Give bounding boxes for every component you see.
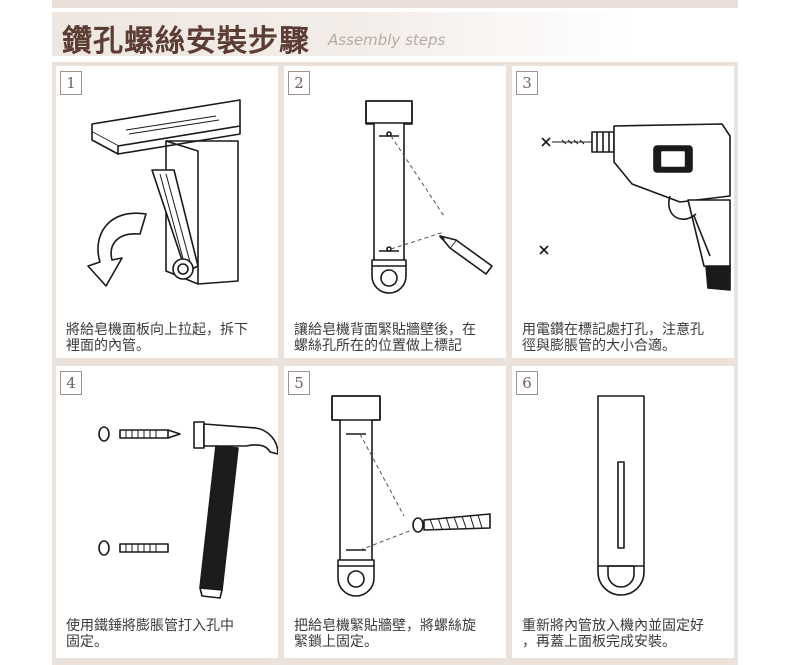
step-2-line-1: 讓給皂機背面緊貼牆壁後，在 (294, 322, 476, 338)
step-5-number: 5 (288, 371, 310, 395)
step-5-line-2: 緊鎖上固定。 (294, 634, 378, 650)
step-2-illustration (284, 66, 506, 358)
step-3-line-1: 用電鑽在標記處打孔，注意孔 (522, 322, 704, 338)
step-card-4: 4 使用鐵錘將膨脹管打入孔中 固定。 (56, 366, 278, 658)
step-1-line-2: 裡面的內管。 (66, 338, 150, 354)
step-card-6: 6 重新將內管放入機內並固定好 ，再蓋上面板完成安裝。 (512, 366, 734, 658)
step-4-description: 使用鐵錘將膨脹管打入孔中 固定。 (66, 618, 278, 650)
step-card-5: 5 把給皂機緊貼牆壁，將螺絲旋 緊鎖上固定。 (284, 366, 506, 658)
step-5-line-1: 把給皂機緊貼牆壁，將螺絲旋 (294, 618, 476, 634)
step-4-line-2: 固定。 (66, 634, 108, 650)
step-5-description: 把給皂機緊貼牆壁，將螺絲旋 緊鎖上固定。 (294, 618, 506, 650)
page-subtitle: Assembly steps (328, 31, 446, 49)
step-2-line-2: 螺絲孔所在的位置做上標記 (294, 338, 462, 354)
step-2-number: 2 (288, 71, 310, 95)
step-4-line-1: 使用鐵錘將膨脹管打入孔中 (66, 618, 234, 634)
step-3-line-2: 徑與膨脹管的大小合適。 (522, 338, 676, 354)
step-6-description: 重新將內管放入機內並固定好 ，再蓋上面板完成安裝。 (522, 618, 734, 650)
step-4-number: 4 (60, 371, 82, 395)
step-5-illustration (284, 366, 506, 658)
step-3-illustration (512, 66, 734, 358)
page-header: 鑽孔螺絲安裝步驟 Assembly steps (52, 12, 738, 59)
step-6-line-2: ，再蓋上面板完成安裝。 (522, 634, 676, 650)
step-card-2: 2 讓給皂機背面緊貼牆壁後，在 螺絲孔所在的位置做上標記 (284, 66, 506, 358)
step-6-illustration (512, 366, 734, 658)
top-decor-strip (52, 0, 738, 8)
step-3-number: 3 (516, 71, 538, 95)
step-6-line-1: 重新將內管放入機內並固定好 (522, 618, 704, 634)
step-1-illustration (56, 66, 278, 358)
steps-grid: 1 將給皂機面板向上拉起，拆下 裡面的內管。 (52, 62, 738, 665)
step-2-description: 讓給皂機背面緊貼牆壁後，在 螺絲孔所在的位置做上標記 (294, 322, 506, 354)
page-title: 鑽孔螺絲安裝步驟 (62, 24, 310, 59)
step-1-number: 1 (60, 71, 82, 95)
step-1-description: 將給皂機面板向上拉起，拆下 裡面的內管。 (66, 322, 278, 354)
step-card-3: 3 用電鑽在標記處打孔，注意孔 徑與膨脹管的大小合適。 (512, 66, 734, 358)
step-1-line-1: 將給皂機面板向上拉起，拆下 (66, 322, 248, 338)
step-card-1: 1 將給皂機面板向上拉起，拆下 裡面的內管。 (56, 66, 278, 358)
step-6-number: 6 (516, 371, 538, 395)
step-3-description: 用電鑽在標記處打孔，注意孔 徑與膨脹管的大小合適。 (522, 322, 734, 354)
step-4-illustration (56, 366, 278, 658)
